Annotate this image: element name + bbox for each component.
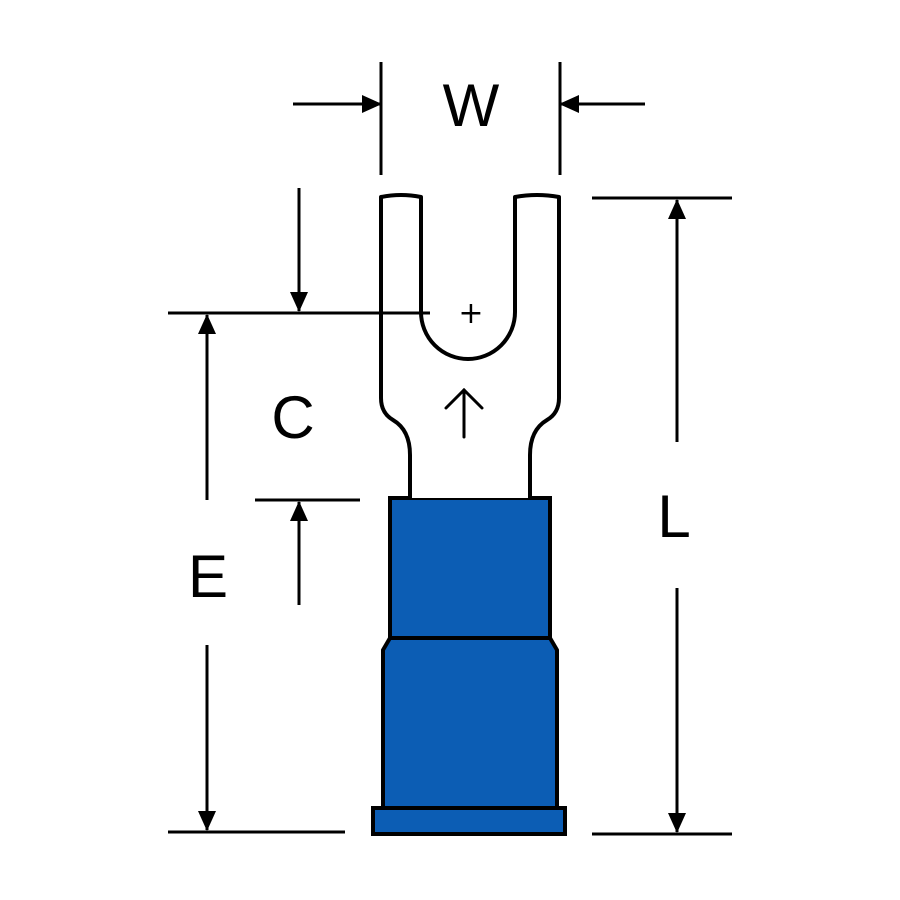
e-dimension: [168, 314, 345, 834]
arrow-up-icon: [444, 387, 484, 439]
c-label: C: [271, 384, 315, 451]
spade-fork-outline: [379, 193, 561, 498]
insulation-flange: [371, 806, 567, 836]
c-dimension: [168, 188, 430, 605]
length-dimension: [592, 196, 732, 836]
insulation-upper: [388, 496, 552, 640]
crosshair-plus-icon: +: [458, 296, 484, 331]
e-label: E: [187, 543, 229, 610]
width-dimension: [293, 62, 645, 175]
insulation-sleeve: [371, 496, 567, 836]
length-label: L: [657, 483, 691, 550]
width-label: W: [442, 72, 500, 139]
insulation-lower: [381, 636, 559, 810]
